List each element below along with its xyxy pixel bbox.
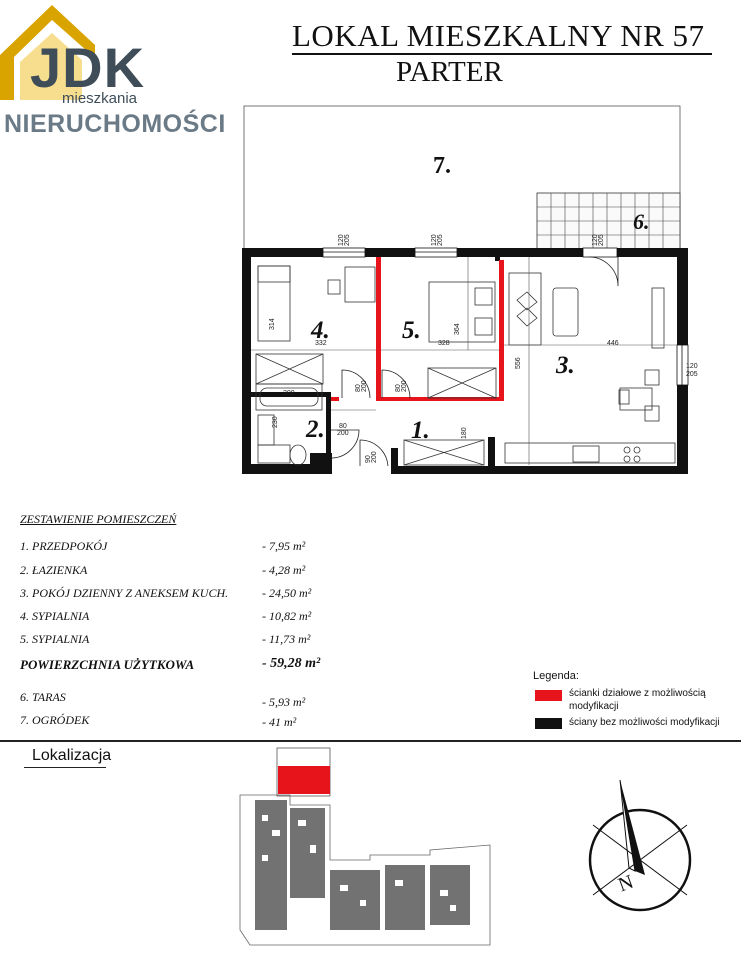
dim-entry-a: 90 xyxy=(365,455,372,463)
site-map xyxy=(239,747,491,946)
room-label-2: 2. xyxy=(305,416,325,443)
room-area-3: - 24,50 m² xyxy=(262,586,312,600)
section-divider xyxy=(0,740,741,742)
room-dividers xyxy=(251,257,677,465)
logo-subtitle: mieszkania xyxy=(62,90,138,107)
dim-door-2a: 80 xyxy=(339,423,347,430)
dim-door-5b: 200 xyxy=(401,380,408,392)
room-name-7: 7. OGRÓDEK xyxy=(20,713,90,727)
room-area-4: - 10,82 m² xyxy=(262,609,312,623)
page-title: LOKAL MIESZKALNY NR 57 xyxy=(292,18,705,53)
total-area-value: - 59,28 m² xyxy=(262,656,321,671)
logo-brand: JDK xyxy=(30,36,146,99)
room-name-6: 6. TARAS xyxy=(20,690,66,704)
room-name-5: 5. SYPIALNIA xyxy=(20,632,90,646)
dim-r3-width: 446 xyxy=(607,340,619,347)
dim-window-1a: 120 xyxy=(338,234,345,246)
room-label-4: 4. xyxy=(310,317,330,344)
terrace-hatch xyxy=(536,192,681,251)
dim-door-5a: 80 xyxy=(395,384,402,392)
logo-tagline: NIERUCHOMOŚCI xyxy=(4,110,226,138)
title-underline xyxy=(292,53,712,55)
room-label-1: 1. xyxy=(411,417,430,444)
compass-icon: N xyxy=(588,779,692,912)
room-name-4: 4. SYPIALNIA xyxy=(20,609,90,623)
window-openings xyxy=(322,247,689,386)
floor-title: PARTER xyxy=(396,56,503,88)
dim-window-2a: 120 xyxy=(431,234,438,246)
dim-corridor: 180 xyxy=(461,427,468,439)
room-label-7: 7. xyxy=(433,153,451,179)
room-name-2: 2. ŁAZIENKA xyxy=(20,563,88,577)
legend-text-modifiable: ścianki działowe z możliwością modyfikac… xyxy=(569,688,706,712)
site-map-highlight xyxy=(278,766,330,794)
dim-r5-depth: 364 xyxy=(454,323,461,335)
dim-r5-width: 328 xyxy=(438,340,450,347)
dim-bath-tub: 200 xyxy=(283,390,295,397)
dim-r3-depth: 556 xyxy=(515,357,522,369)
dim-window-3a: 120 xyxy=(592,234,599,246)
schedule-title: ZESTAWIENIE POMIESZCZEŃ xyxy=(20,512,177,526)
room-label-6: 6. xyxy=(633,209,650,234)
room-area-7: - 41 m² xyxy=(262,715,297,729)
total-area-label: POWIERZCHNIA UŻYTKOWA xyxy=(20,657,195,672)
legend-text-fixed: ściany bez możliwości modyfikacji xyxy=(569,717,720,728)
room-name-3: 3. POKÓJ DZIENNY Z ANEKSEM KUCH. xyxy=(20,586,229,600)
dim-window-4b: 205 xyxy=(686,371,698,378)
legend-swatch-modifiable xyxy=(535,690,562,701)
legend-swatch-fixed xyxy=(535,718,562,729)
dim-r4-depth: 314 xyxy=(269,318,276,330)
room-area-6: - 5,93 m² xyxy=(262,695,306,709)
room-label-5: 5. xyxy=(402,317,421,344)
location-title-underline xyxy=(24,767,106,768)
room-area-1: - 7,95 m² xyxy=(262,539,306,553)
dim-door-4b: 200 xyxy=(361,380,368,392)
dim-window-3b: 205 xyxy=(598,234,605,246)
dim-r4-width: 332 xyxy=(315,340,327,347)
compass-north-label: N xyxy=(615,871,636,897)
dim-door-2b: 200 xyxy=(337,430,349,437)
legend-title: Legenda: xyxy=(533,670,579,682)
room-name-1: 1. PRZEDPOKÓJ xyxy=(20,539,108,553)
company-logo: JDK mieszkania NIERUCHOMOŚCI xyxy=(0,0,260,140)
dim-door-4a: 80 xyxy=(355,384,362,392)
door-swings xyxy=(330,256,619,467)
dim-window-2b: 205 xyxy=(437,234,444,246)
floor-plan: 1. 2. 3. 4. 5. 6. 7. 332 314 328 364 446… xyxy=(242,105,698,474)
interior-walls xyxy=(251,257,500,466)
room-area-5: - 11,73 m² xyxy=(262,632,311,646)
room-area-2: - 4,28 m² xyxy=(262,563,306,577)
furniture xyxy=(255,265,676,466)
dim-bath-depth: 230 xyxy=(272,416,279,428)
modifiable-walls xyxy=(331,257,504,401)
dim-entry-b: 200 xyxy=(371,451,378,463)
room-label-3: 3. xyxy=(555,352,575,379)
dim-window-1b: 205 xyxy=(344,234,351,246)
location-title: Lokalizacja xyxy=(32,747,112,764)
dim-window-4a: 120 xyxy=(686,363,698,370)
logo-house-icon xyxy=(0,5,95,100)
